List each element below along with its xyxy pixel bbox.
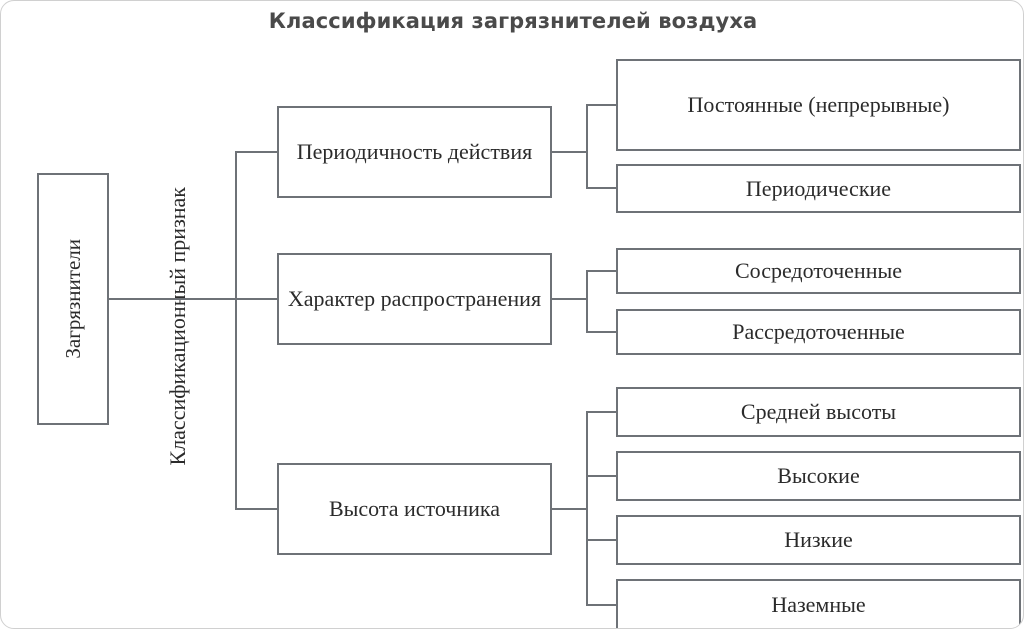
connector-trunk-to-branch-0 <box>235 151 279 153</box>
node-leaf-constant-label: Постоянные (непрерывные) <box>687 92 950 118</box>
connector-branch-2-bracket <box>586 411 588 605</box>
node-leaf-low-label: Низкие <box>784 527 853 553</box>
connector-branch-1-leaf-0 <box>586 270 618 272</box>
node-leaf-high-label: Высокие <box>777 463 860 489</box>
connector-trunk-to-branch-1 <box>235 298 279 300</box>
connector-branch-2-leaf-2 <box>586 539 618 541</box>
connector-branch-2-leaf-1 <box>586 475 618 477</box>
node-leaf-constant: Постоянные (непрерывные) <box>616 59 1021 151</box>
node-branch-periodicity: Периодичность действия <box>277 106 552 198</box>
node-leaf-medium-height: Средней высоты <box>616 387 1021 437</box>
connector-trunk-to-branch-2 <box>235 508 279 510</box>
connector-branch-1-stub <box>552 298 588 300</box>
connector-trunk-vertical <box>235 152 237 510</box>
node-leaf-periodic: Периодические <box>616 164 1021 213</box>
connector-root-to-trunk <box>109 298 237 300</box>
node-branch-distribution-label: Характер распространения <box>287 286 542 312</box>
node-leaf-low: Низкие <box>616 515 1021 565</box>
page-title: Классификация загрязнителей воздуха <box>268 9 758 33</box>
node-leaf-ground-label: Наземные <box>771 592 866 618</box>
connector-branch-1-leaf-1 <box>586 331 618 333</box>
node-branch-periodicity-label: Периодичность действия <box>296 139 533 165</box>
node-leaf-high: Высокие <box>616 451 1021 501</box>
node-leaf-dispersed-label: Рассредоточенные <box>732 319 905 345</box>
node-branch-distribution: Характер распространения <box>277 253 552 345</box>
node-leaf-concentrated: Сосредоточенные <box>616 248 1021 294</box>
node-leaf-concentrated-label: Сосредоточенные <box>734 258 903 284</box>
node-root: Загрязнители <box>37 173 109 425</box>
connector-branch-1-bracket <box>586 270 588 332</box>
connector-branch-2-leaf-3 <box>586 604 618 606</box>
connector-branch-0-leaf-0 <box>586 104 618 106</box>
node-root-label: Загрязнители <box>60 239 85 359</box>
node-branch-source-height-label: Высота источника <box>328 496 501 522</box>
connector-branch-0-bracket <box>586 104 588 189</box>
connector-branch-2-stub <box>552 508 588 510</box>
connector-branch-0-leaf-1 <box>586 187 618 189</box>
node-branch-source-height: Высота источника <box>277 463 552 555</box>
connector-branch-2-leaf-0 <box>586 411 618 413</box>
node-leaf-dispersed: Рассредоточенные <box>616 309 1021 355</box>
connector-branch-0-stub <box>552 151 588 153</box>
node-leaf-periodic-label: Периодические <box>745 175 892 201</box>
node-leaf-ground: Наземные <box>616 579 1021 628</box>
classification-axis-label: Классификационный признак <box>156 91 200 561</box>
node-leaf-medium-height-label: Средней высоты <box>740 399 897 425</box>
classification-axis-label-text: Классификационный признак <box>165 186 190 466</box>
